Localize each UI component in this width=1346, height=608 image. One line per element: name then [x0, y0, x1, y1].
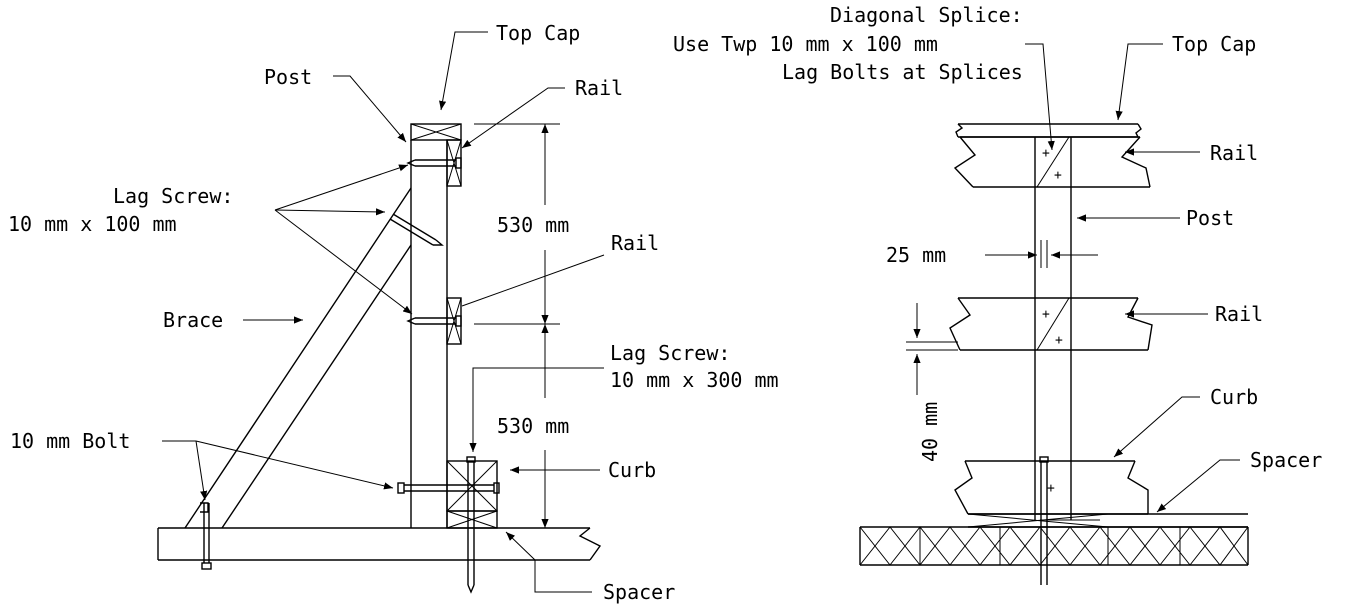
label-splice-line1: Diagonal Splice:: [830, 3, 1023, 27]
splice-bolt-1: +: [1042, 146, 1050, 161]
label-rail-mid-left: Rail: [611, 231, 659, 255]
bolt-foot: [201, 503, 212, 570]
top-cap-elevation: [955, 123, 1142, 138]
post: [410, 140, 448, 528]
rail-top: [446, 139, 462, 187]
bolt-curb: [397, 482, 500, 494]
post-elevation: [1034, 137, 1072, 520]
label-curb-left: Curb: [608, 458, 656, 482]
label-dim-upper: 530 mm: [497, 213, 569, 237]
label-rail-mid-right: Rail: [1215, 302, 1263, 326]
deck-truss: [859, 526, 1249, 566]
dimension-lines-left: [474, 123, 560, 529]
lag-screw-top: [406, 157, 462, 169]
label-top-cap-right: Top Cap: [1172, 32, 1256, 56]
label-post-left: Post: [264, 65, 312, 89]
label-dim-vert: 40 mm: [918, 402, 942, 462]
deck-beam: [157, 527, 602, 561]
spacer: [446, 510, 498, 529]
splice-bolt-3: +: [1042, 307, 1050, 322]
left-section-view: Top Cap Post Rail Lag Screw: 10 mm x 100…: [8, 21, 779, 604]
leaders-left: [162, 31, 605, 593]
dim-25mm: [985, 240, 1098, 268]
rail-mid-elevation: + +: [949, 297, 1153, 351]
label-lag-screw-1-line2: 10 mm x 100 mm: [8, 212, 177, 236]
spacer-elevation: [967, 513, 1248, 528]
label-rail-top-right: Rail: [1210, 141, 1258, 165]
label-splice-line2: Use Twp 10 mm x 100 mm: [673, 32, 938, 56]
brace: [184, 187, 444, 529]
curb: [446, 460, 498, 512]
label-post-right: Post: [1186, 206, 1234, 230]
label-rail-top-left: Rail: [575, 76, 623, 100]
label-splice-line3: Lag Bolts at Splices: [782, 60, 1023, 84]
label-bolt: 10 mm Bolt: [10, 429, 130, 453]
rail-top-elevation: + +: [953, 136, 1151, 188]
splice-bolt-2: +: [1054, 168, 1062, 183]
dim-40mm: [906, 303, 958, 395]
label-spacer-left: Spacer: [603, 580, 675, 604]
label-lag-screw-2-line1: Lag Screw:: [610, 341, 730, 365]
label-spacer-right: Spacer: [1250, 448, 1322, 472]
curb-elevation: +: [954, 460, 1149, 515]
lag-screw-middle: [406, 315, 462, 327]
label-dim-lower: 530 mm: [497, 414, 569, 438]
splice-bolt-4: +: [1055, 333, 1063, 348]
right-elevation-view: + + + + +: [673, 3, 1322, 585]
label-lag-screw-1-line1: Lag Screw:: [113, 184, 233, 208]
curb-bolt-mark: +: [1047, 481, 1055, 496]
top-cap: [410, 123, 462, 141]
label-brace: Brace: [163, 308, 223, 332]
label-lag-screw-2-line2: 10 mm x 300 mm: [610, 368, 779, 392]
label-curb-right: Curb: [1210, 385, 1258, 409]
label-top-cap-left: Top Cap: [496, 21, 580, 45]
leaders-right: [1025, 43, 1240, 521]
label-dim-gap: 25 mm: [886, 243, 946, 267]
rail-middle: [446, 297, 462, 345]
lag-screw-curb: [466, 456, 476, 594]
